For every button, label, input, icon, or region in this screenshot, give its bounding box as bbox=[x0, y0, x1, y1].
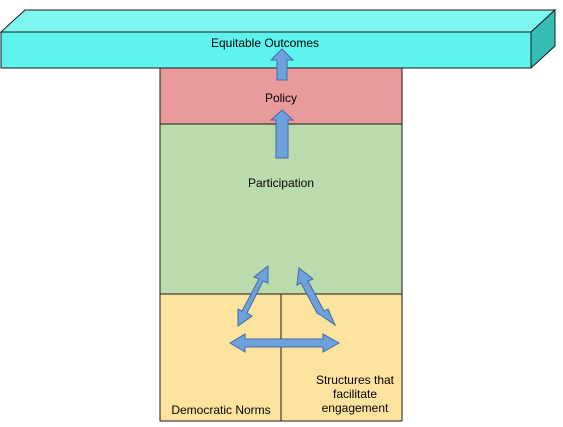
double-arrow-icon bbox=[296, 267, 337, 327]
equitable-outcomes-label: Equitable Outcomes bbox=[210, 36, 320, 50]
democratic-norms-box bbox=[159, 293, 282, 422]
structures-label: Structures that facilitate engagement bbox=[315, 373, 395, 415]
up-arrow-icon bbox=[269, 109, 295, 159]
double-arrow-icon bbox=[229, 333, 341, 353]
outcomes-beam-top bbox=[0, 9, 557, 33]
up-arrow-icon bbox=[269, 48, 295, 81]
outcomes-beam-front bbox=[0, 31, 532, 69]
participation-label: Participation bbox=[247, 176, 315, 190]
double-arrow-icon bbox=[237, 264, 269, 327]
democratic-norms-label: Democratic Norms bbox=[171, 403, 271, 417]
structures-box bbox=[280, 293, 403, 422]
policy-label: Policy bbox=[264, 91, 297, 105]
arrows bbox=[229, 48, 341, 353]
